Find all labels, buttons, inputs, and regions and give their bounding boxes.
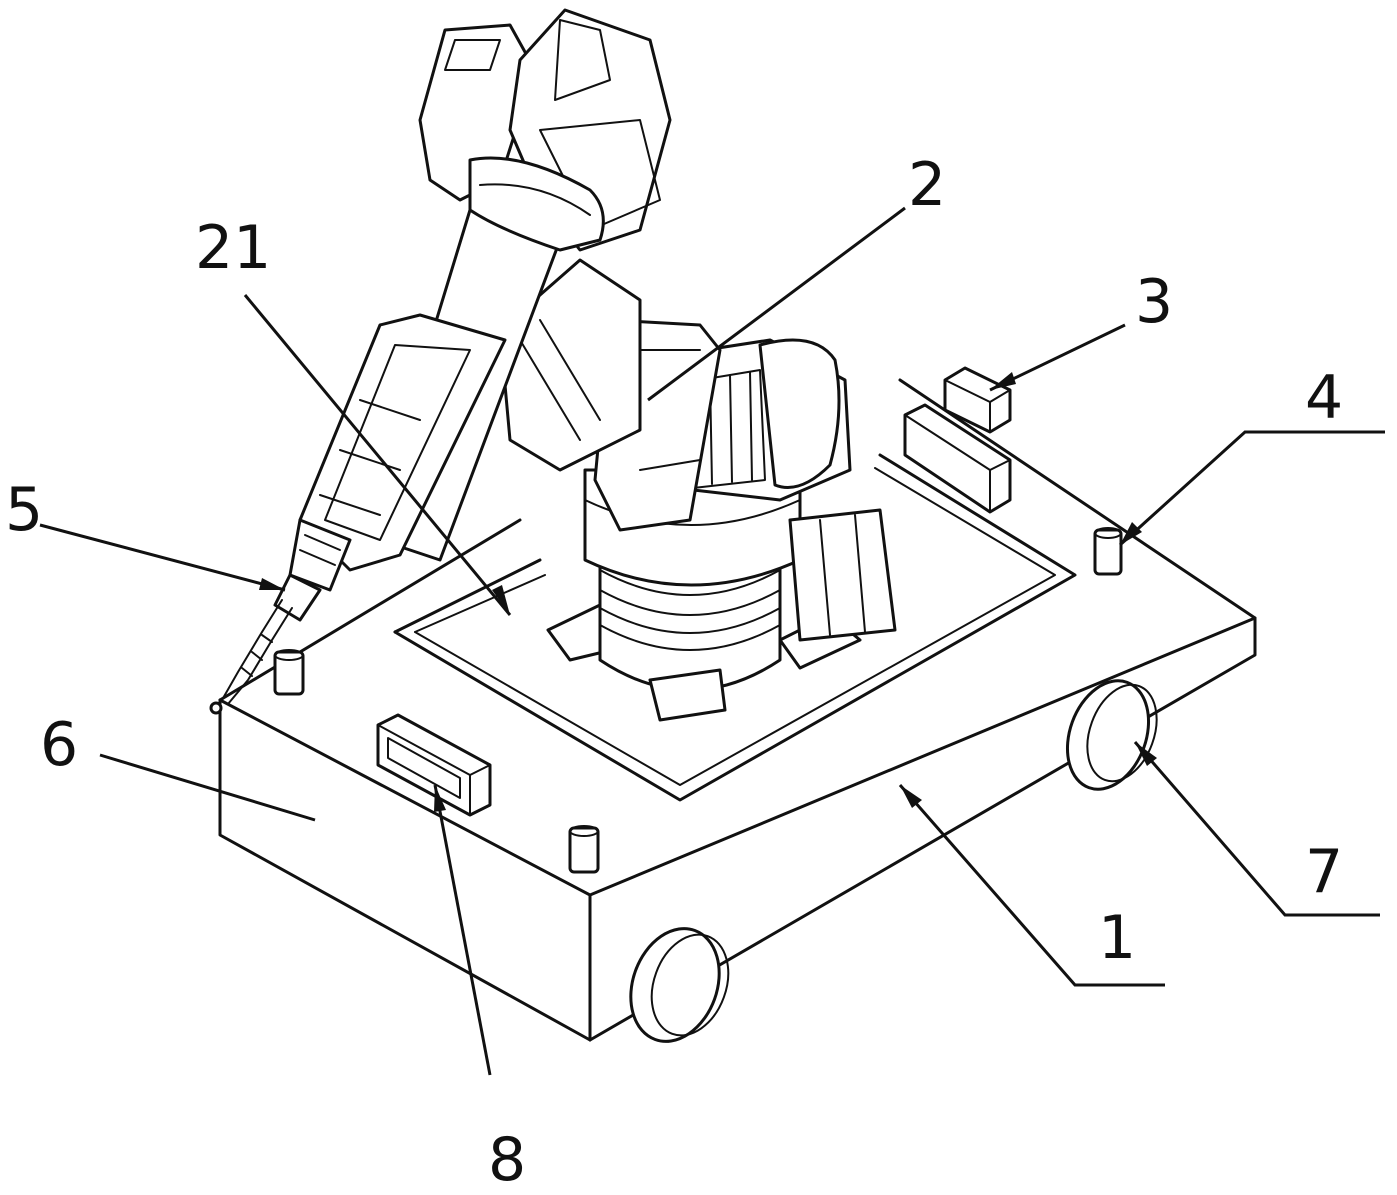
wheel-front <box>629 927 730 1043</box>
label-welding-torch: 5 <box>5 475 43 545</box>
label-housing-side: 6 <box>40 710 78 780</box>
label-sensor: 3 <box>1135 267 1173 337</box>
reference-labels: 2 21 3 4 5 6 7 1 8 <box>5 150 1343 1195</box>
leader-lines <box>39 206 1385 1076</box>
locator-pin-1 <box>273 649 305 696</box>
control-panel <box>376 713 492 817</box>
cart-body <box>218 378 1257 1042</box>
label-wheel: 7 <box>1305 837 1343 907</box>
label-torch-unit: 21 <box>195 213 271 283</box>
locator-pin-3 <box>1093 527 1123 576</box>
label-robot-arm: 2 <box>908 150 946 220</box>
wheel-rear <box>1065 679 1158 791</box>
label-locator-pin: 4 <box>1305 363 1343 433</box>
locator-pin-2 <box>568 825 600 874</box>
sensor-3 <box>903 366 1012 514</box>
robot-base <box>546 468 897 722</box>
torch-unit <box>288 313 507 592</box>
top-frame <box>393 453 1077 802</box>
robot-arm <box>378 8 852 562</box>
welding-torch <box>209 573 322 715</box>
label-cart-body: 1 <box>1098 903 1136 973</box>
label-control-panel: 8 <box>488 1125 526 1195</box>
